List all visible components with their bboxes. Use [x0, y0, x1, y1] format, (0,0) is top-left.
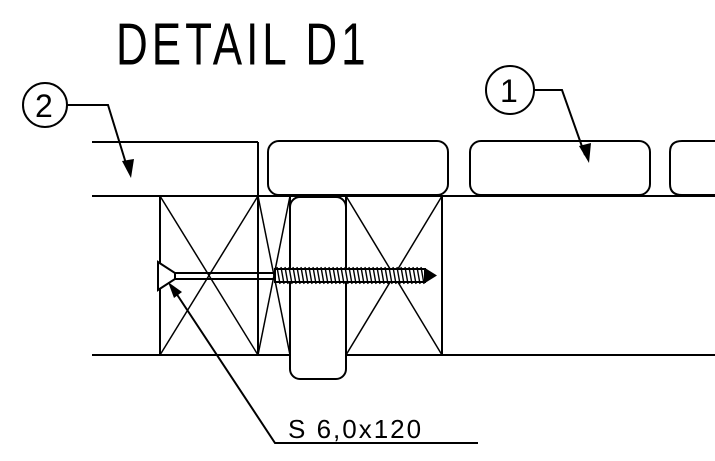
- thread-tick: [320, 266, 325, 285]
- detail-title: DETAIL D1: [116, 12, 370, 78]
- plank-row: [267, 140, 715, 196]
- thread-tick: [388, 266, 393, 285]
- callout-1-leader: [534, 89, 586, 156]
- screw-icon: [157, 260, 437, 292]
- thread-tick: [284, 266, 289, 285]
- thread-tick: [400, 266, 405, 285]
- thread-tick: [340, 266, 345, 285]
- thread-tick: [360, 266, 365, 285]
- plank-partial: [669, 140, 715, 196]
- thread-tick: [292, 266, 297, 285]
- screw-label: S 6,0x120: [288, 414, 423, 444]
- thread-tick: [372, 266, 377, 285]
- spacer-block: [289, 196, 347, 380]
- thread-tick: [376, 266, 381, 285]
- thread-tick: [288, 266, 293, 285]
- thread-tick: [420, 266, 425, 285]
- thread-tick: [392, 266, 397, 285]
- thread-tick: [276, 266, 281, 285]
- screw-thread: [276, 266, 425, 285]
- callout-2-number: 2: [35, 88, 53, 124]
- callout-1: 1: [485, 65, 591, 163]
- thread-tick: [408, 266, 413, 285]
- thread-tick: [412, 266, 417, 285]
- thread-tick: [364, 266, 369, 285]
- thread-tick: [312, 266, 317, 285]
- thread-tick: [308, 266, 313, 285]
- thread-tick: [344, 266, 349, 285]
- thread-tick: [280, 266, 285, 285]
- thread-tick: [396, 266, 401, 285]
- thread-tick: [368, 266, 373, 285]
- plank: [267, 140, 449, 196]
- screw-label-leader: [168, 282, 478, 444]
- screw-tip: [425, 268, 437, 283]
- thread-tick: [380, 266, 385, 285]
- plank: [469, 140, 651, 196]
- top-board-layer: [92, 141, 715, 197]
- thread-tick: [324, 266, 329, 285]
- thread-tick: [304, 266, 309, 285]
- thread-tick: [300, 266, 305, 285]
- callout-2-arrowhead: [122, 159, 134, 178]
- thread-tick: [336, 266, 341, 285]
- thread-tick: [316, 266, 321, 285]
- callout-1-arrowhead: [579, 143, 591, 163]
- thread-tick: [352, 266, 357, 285]
- callout-2: 2: [22, 82, 134, 178]
- callout-1-number: 1: [500, 73, 518, 109]
- thread-tick: [416, 266, 421, 285]
- thread-tick: [384, 266, 389, 285]
- callout-2-leader: [67, 104, 129, 171]
- thread-tick: [332, 266, 337, 285]
- thread-tick: [296, 266, 301, 285]
- thread-tick: [328, 266, 333, 285]
- thread-tick: [348, 266, 353, 285]
- thread-tick: [356, 266, 361, 285]
- thread-tick: [404, 266, 409, 285]
